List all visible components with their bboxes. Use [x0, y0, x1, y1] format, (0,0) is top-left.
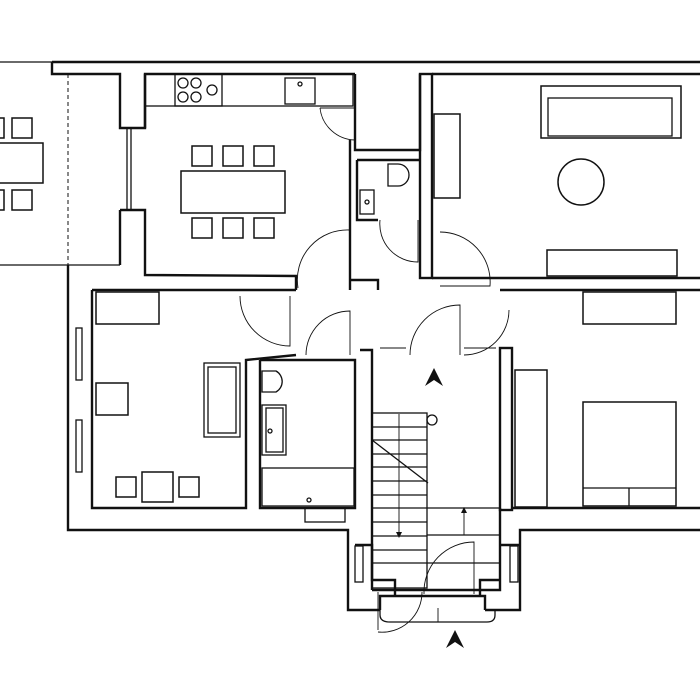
interior-walls — [90, 72, 700, 595]
living-furniture — [433, 85, 682, 277]
kitchen-furniture — [144, 73, 354, 239]
bathroom-fixtures — [261, 370, 355, 507]
exterior-walls — [0, 60, 700, 612]
entrance-step — [379, 608, 496, 623]
doors — [239, 107, 510, 633]
staircase[interactable] — [371, 412, 500, 589]
windows — [75, 127, 519, 597]
terrace-furniture — [0, 117, 44, 211]
wc-fixtures — [359, 163, 410, 215]
entrance-arrow-icon — [446, 630, 464, 648]
bedroom-furniture — [514, 291, 677, 508]
study-furniture — [95, 291, 241, 503]
north-arrow-icon — [425, 368, 443, 386]
